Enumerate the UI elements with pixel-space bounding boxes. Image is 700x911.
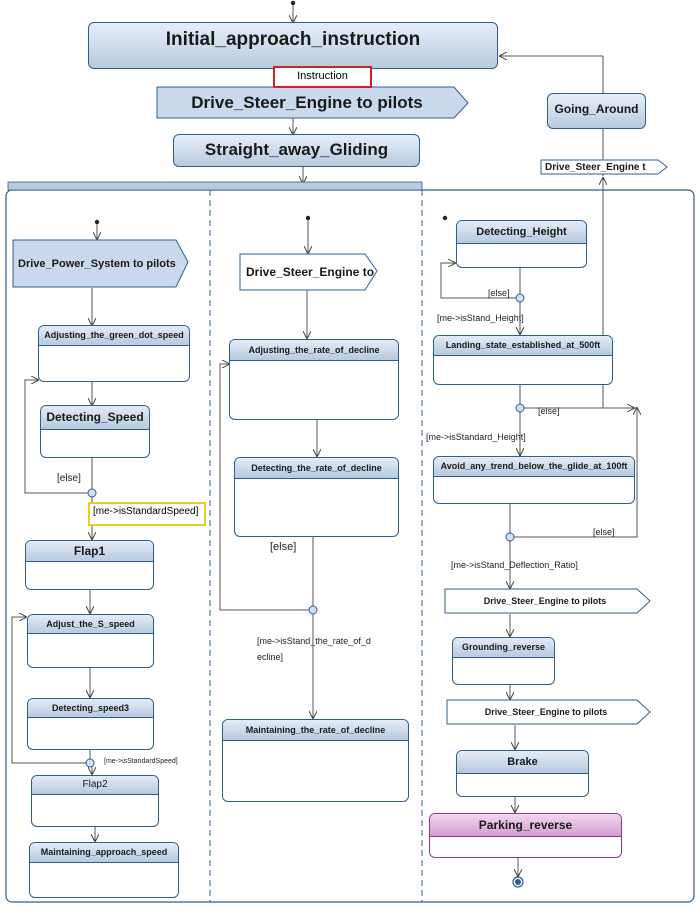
signal-label: Drive_Steer_Engine to pilots (484, 707, 608, 717)
state-title: Going_Around (554, 102, 639, 116)
signal-drive-power-system[interactable]: Drive_Power_System to pilots (18, 240, 183, 287)
state-adjust-s-speed[interactable]: Adjust_the_S_speed (27, 614, 154, 668)
guard-is-stand-rate-of-decline: [me->isStand_the_rate_of_d (257, 636, 371, 646)
state-title: Parking_reverse (430, 814, 621, 837)
state-flap1[interactable]: Flap1 (25, 540, 154, 590)
state-title: Flap1 (26, 541, 153, 562)
state-title: Detecting_Speed (41, 406, 149, 430)
instruction-label: Instruction (273, 66, 372, 88)
state-flap2[interactable]: Flap2 (31, 775, 159, 827)
state-straight-away-gliding[interactable]: Straight_away_Gliding (173, 134, 420, 167)
state-maintaining-rate-of-decline[interactable]: Maintaining_the_rate_of_decline (222, 719, 409, 802)
state-title: Adjust_the_S_speed (28, 615, 153, 634)
state-title: Brake (457, 751, 588, 774)
state-detecting-rate-of-decline[interactable]: Detecting_the_rate_of_decline (234, 457, 399, 537)
state-title: Adjusting_the_green_dot_speed (39, 326, 189, 346)
state-parking-reverse[interactable]: Parking_reverse (429, 813, 622, 858)
guard-else-2: [else] (538, 406, 560, 416)
state-title: Straight_away_Gliding (204, 140, 389, 159)
state-landing-state-established[interactable]: Landing_state_established_at_500ft (433, 335, 613, 385)
state-avoid-trend-below-glide[interactable]: Avoid_any_trend_below_the_glide_at_100ft (433, 456, 635, 504)
guard-is-standard-height: [me->isStandard_Height] (426, 432, 526, 442)
guard-is-stand-rate-of-decline-2: ecline] (257, 652, 284, 662)
guard-else: [else] (57, 473, 81, 484)
state-title: Detecting_the_rate_of_decline (235, 458, 398, 479)
guard-is-standard-speed-2: [me->isStandardSpeed] (104, 758, 178, 765)
state-going-around[interactable]: Going_Around (547, 93, 646, 129)
state-detecting-height[interactable]: Detecting_Height (456, 220, 587, 268)
state-title: Grounding_reverse (453, 638, 554, 658)
signal-label: Drive_Steer_Engine t (545, 161, 646, 173)
signal-label: Drive_Steer_Engine to (246, 265, 375, 279)
guard-is-stand-height: [me->isStand_Height] (437, 313, 524, 323)
state-title: Maintaining_approach_speed (30, 843, 178, 863)
state-adjusting-rate-of-decline[interactable]: Adjusting_the_rate_of_decline (229, 339, 399, 420)
guard-else: [else] (488, 288, 510, 298)
state-title: Landing_state_established_at_500ft (434, 336, 612, 356)
guard-else: [else] (270, 541, 297, 553)
state-title: Adjusting_the_rate_of_decline (230, 340, 398, 361)
state-title: Flap2 (32, 776, 158, 795)
signal-drive-steer-engine-to-pilots[interactable]: Drive_Steer_Engine to pilots (157, 87, 457, 118)
state-adjusting-green-dot-speed[interactable]: Adjusting_the_green_dot_speed (38, 325, 190, 382)
signal-drive-steer-engine-to[interactable]: Drive_Steer_Engine to (246, 254, 375, 290)
guard-else-3: [else] (593, 527, 615, 537)
state-initial-approach-instruction[interactable]: Initial_approach_instruction (88, 22, 498, 69)
guard-is-stand-deflection-ratio: [me->isStand_Deflection_Ratio] (451, 560, 578, 570)
signal-label: Drive_Steer_Engine to pilots (191, 92, 423, 112)
state-detecting-speed[interactable]: Detecting_Speed (40, 405, 150, 458)
state-title: Maintaining_the_rate_of_decline (223, 720, 408, 741)
guard-is-standard-speed: [me->isStandardSpeed] (88, 502, 206, 526)
state-title: Avoid_any_trend_below_the_glide_at_100ft (434, 457, 634, 477)
state-grounding-reverse[interactable]: Grounding_reverse (452, 637, 555, 685)
state-title: Detecting_Height (457, 221, 586, 244)
signal-drive-steer-engine-pilots-1[interactable]: Drive_Steer_Engine to pilots (445, 589, 645, 613)
state-maintaining-approach-speed[interactable]: Maintaining_approach_speed (29, 842, 179, 898)
state-brake[interactable]: Brake (456, 750, 589, 797)
state-title: Initial_approach_instruction (165, 29, 421, 50)
signal-drive-steer-engine-pilots-2[interactable]: Drive_Steer_Engine to pilots (447, 700, 645, 724)
signal-drive-steer-engine-right[interactable]: Drive_Steer_Engine t (545, 160, 660, 174)
signal-label: Drive_Power_System to pilots (18, 257, 176, 270)
signal-label: Drive_Steer_Engine to pilots (483, 596, 607, 606)
state-detecting-speed3[interactable]: Detecting_speed3 (27, 698, 154, 750)
state-title: Detecting_speed3 (28, 699, 153, 718)
